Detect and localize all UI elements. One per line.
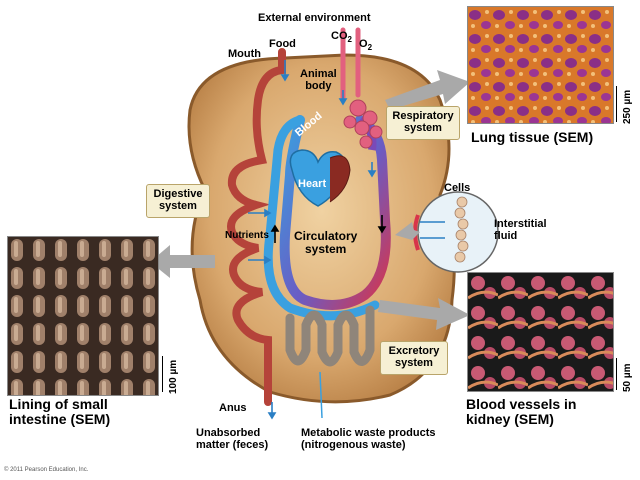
label-nutrients: Nutrients xyxy=(225,230,269,241)
label-cells: Cells xyxy=(444,182,471,194)
box-excretory-system: Excretory system xyxy=(380,341,448,375)
caption-kidney-vessels: Blood vessels in kidney (SEM) xyxy=(466,396,577,427)
lung-lobes xyxy=(343,99,383,149)
label-anus: Anus xyxy=(219,402,247,414)
airway xyxy=(340,27,361,103)
label-animal-body: Animal body xyxy=(300,68,337,92)
caption-lung-tissue: Lung tissue (SEM) xyxy=(471,129,594,145)
copyright: © 2011 Pearson Education, Inc. xyxy=(4,467,89,473)
scale-kidney: 50 µm xyxy=(622,363,633,392)
scale-lung: 250 µm xyxy=(622,89,633,124)
label-circulatory-system: Circulatory system xyxy=(294,229,358,256)
label-food: Food xyxy=(269,38,296,50)
lung-tissue-photo xyxy=(467,6,614,124)
label-metabolic-waste: Metabolic waste products (nitrogenous wa… xyxy=(301,427,436,451)
scale-bar-lung xyxy=(616,86,618,122)
circulatory-loop xyxy=(279,115,391,310)
box-digestive-system: Digestive system xyxy=(146,184,210,218)
label-heart: Heart xyxy=(298,178,327,190)
label-interstitial-fluid: Interstitial fluid xyxy=(494,218,547,242)
small-intestine-photo xyxy=(7,236,159,396)
box-respiratory-system: Respiratory system xyxy=(386,106,460,140)
label-o2: O2 xyxy=(359,38,373,53)
flow-arrows xyxy=(248,60,377,420)
kidney-vessels-photo xyxy=(467,272,614,392)
label-mouth: Mouth xyxy=(228,48,261,60)
label-external-environment: External environment xyxy=(258,12,371,24)
caption-small-intestine: Lining of small intestine (SEM) xyxy=(9,396,111,427)
scale-intestine: 100 µm xyxy=(168,359,179,394)
scale-bar-intestine xyxy=(162,356,164,392)
interstitial-inset xyxy=(413,191,499,273)
label-unabsorbed-matter: Unabsorbed matter (feces) xyxy=(196,427,269,451)
kidney-tubules xyxy=(285,305,375,367)
label-co2: CO2 xyxy=(331,30,352,45)
digestive-tract xyxy=(227,48,286,406)
direction-arrows xyxy=(270,215,387,243)
callout-arrows xyxy=(150,70,470,330)
scale-bar-kidney xyxy=(616,358,618,390)
